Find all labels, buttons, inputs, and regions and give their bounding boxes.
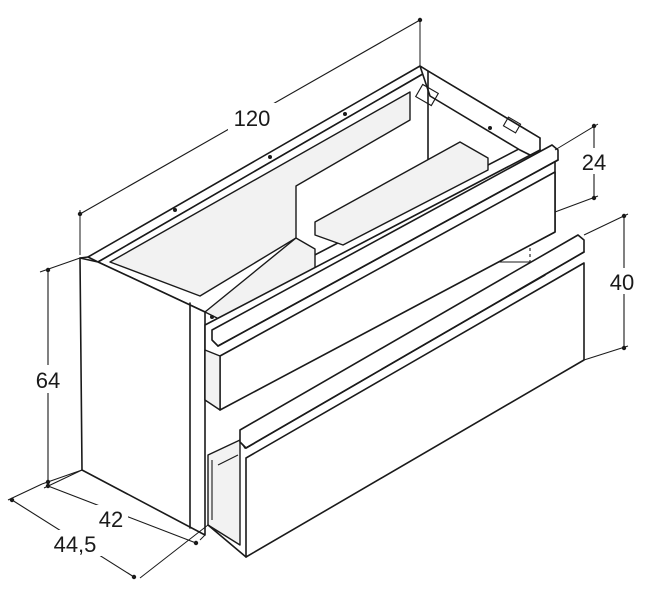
dimension-depth: 42 44,5 [7, 469, 209, 580]
top-drawer-runner [204, 349, 221, 411]
bottom-drawer [207, 234, 585, 558]
depth-outer-label: 44,5 [54, 532, 97, 557]
top-drawer [204, 144, 559, 411]
bottom-drawer-height-label: 40 [610, 270, 634, 295]
screw-hole-icon [488, 126, 492, 130]
bottom-drawer-side [207, 439, 241, 546]
rail-bracket-icon [502, 116, 522, 134]
screw-hole-icon [210, 315, 214, 319]
screw-hole-icon [173, 208, 177, 212]
top-drawer-height-label: 24 [582, 150, 606, 175]
hinge-bracket-icon [414, 83, 440, 107]
screw-hole-icon [268, 155, 272, 159]
dimension-height: 64 [30, 257, 83, 485]
dimension-width: 120 [77, 17, 423, 255]
dimension-bottom-drawer: 40 [583, 213, 644, 361]
width-label: 120 [234, 106, 271, 131]
inner-back-wall [109, 91, 411, 297]
height-label: 64 [36, 368, 60, 393]
screw-hole-icon [343, 112, 347, 116]
cabinet-body [79, 65, 541, 536]
inner-divider-right [314, 141, 489, 246]
dimension-top-drawer: 24 [554, 123, 614, 213]
depth-inner-label: 42 [99, 507, 123, 532]
left-side-panel [79, 257, 206, 536]
